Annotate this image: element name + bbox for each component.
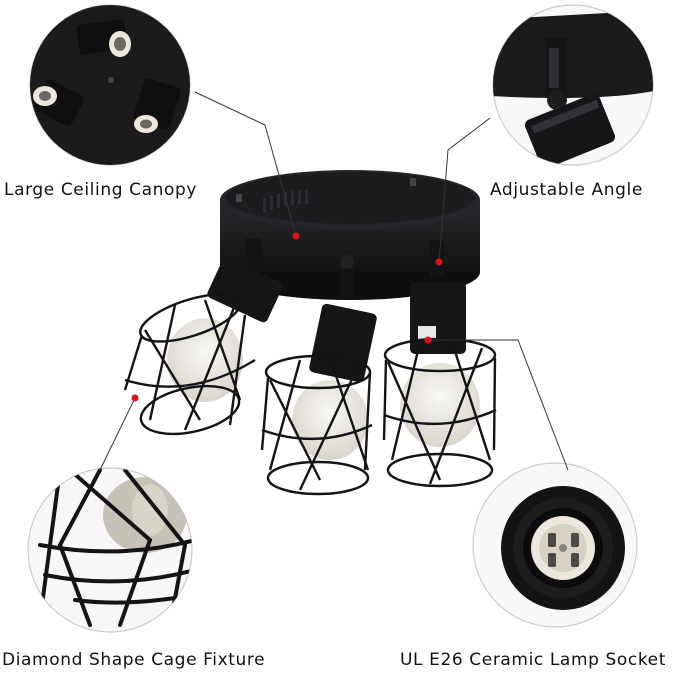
detail-circle-cage [27,467,193,633]
label-large-ceiling-canopy: Large Ceiling Canopy [4,180,198,200]
detail-circle-angle [492,4,654,166]
label-ceramic-lamp-socket: UL E26 Ceramic Lamp Socket [400,650,667,670]
callout-markers [131,232,443,402]
detail-circle-socket [472,462,638,628]
label-diamond-cage-fixture: Diamond Shape Cage Fixture [2,650,266,670]
detail-circle-canopy [29,4,191,166]
main-fixture [123,170,497,496]
callout-lines [99,91,569,471]
label-adjustable-angle: Adjustable Angle [490,180,643,200]
